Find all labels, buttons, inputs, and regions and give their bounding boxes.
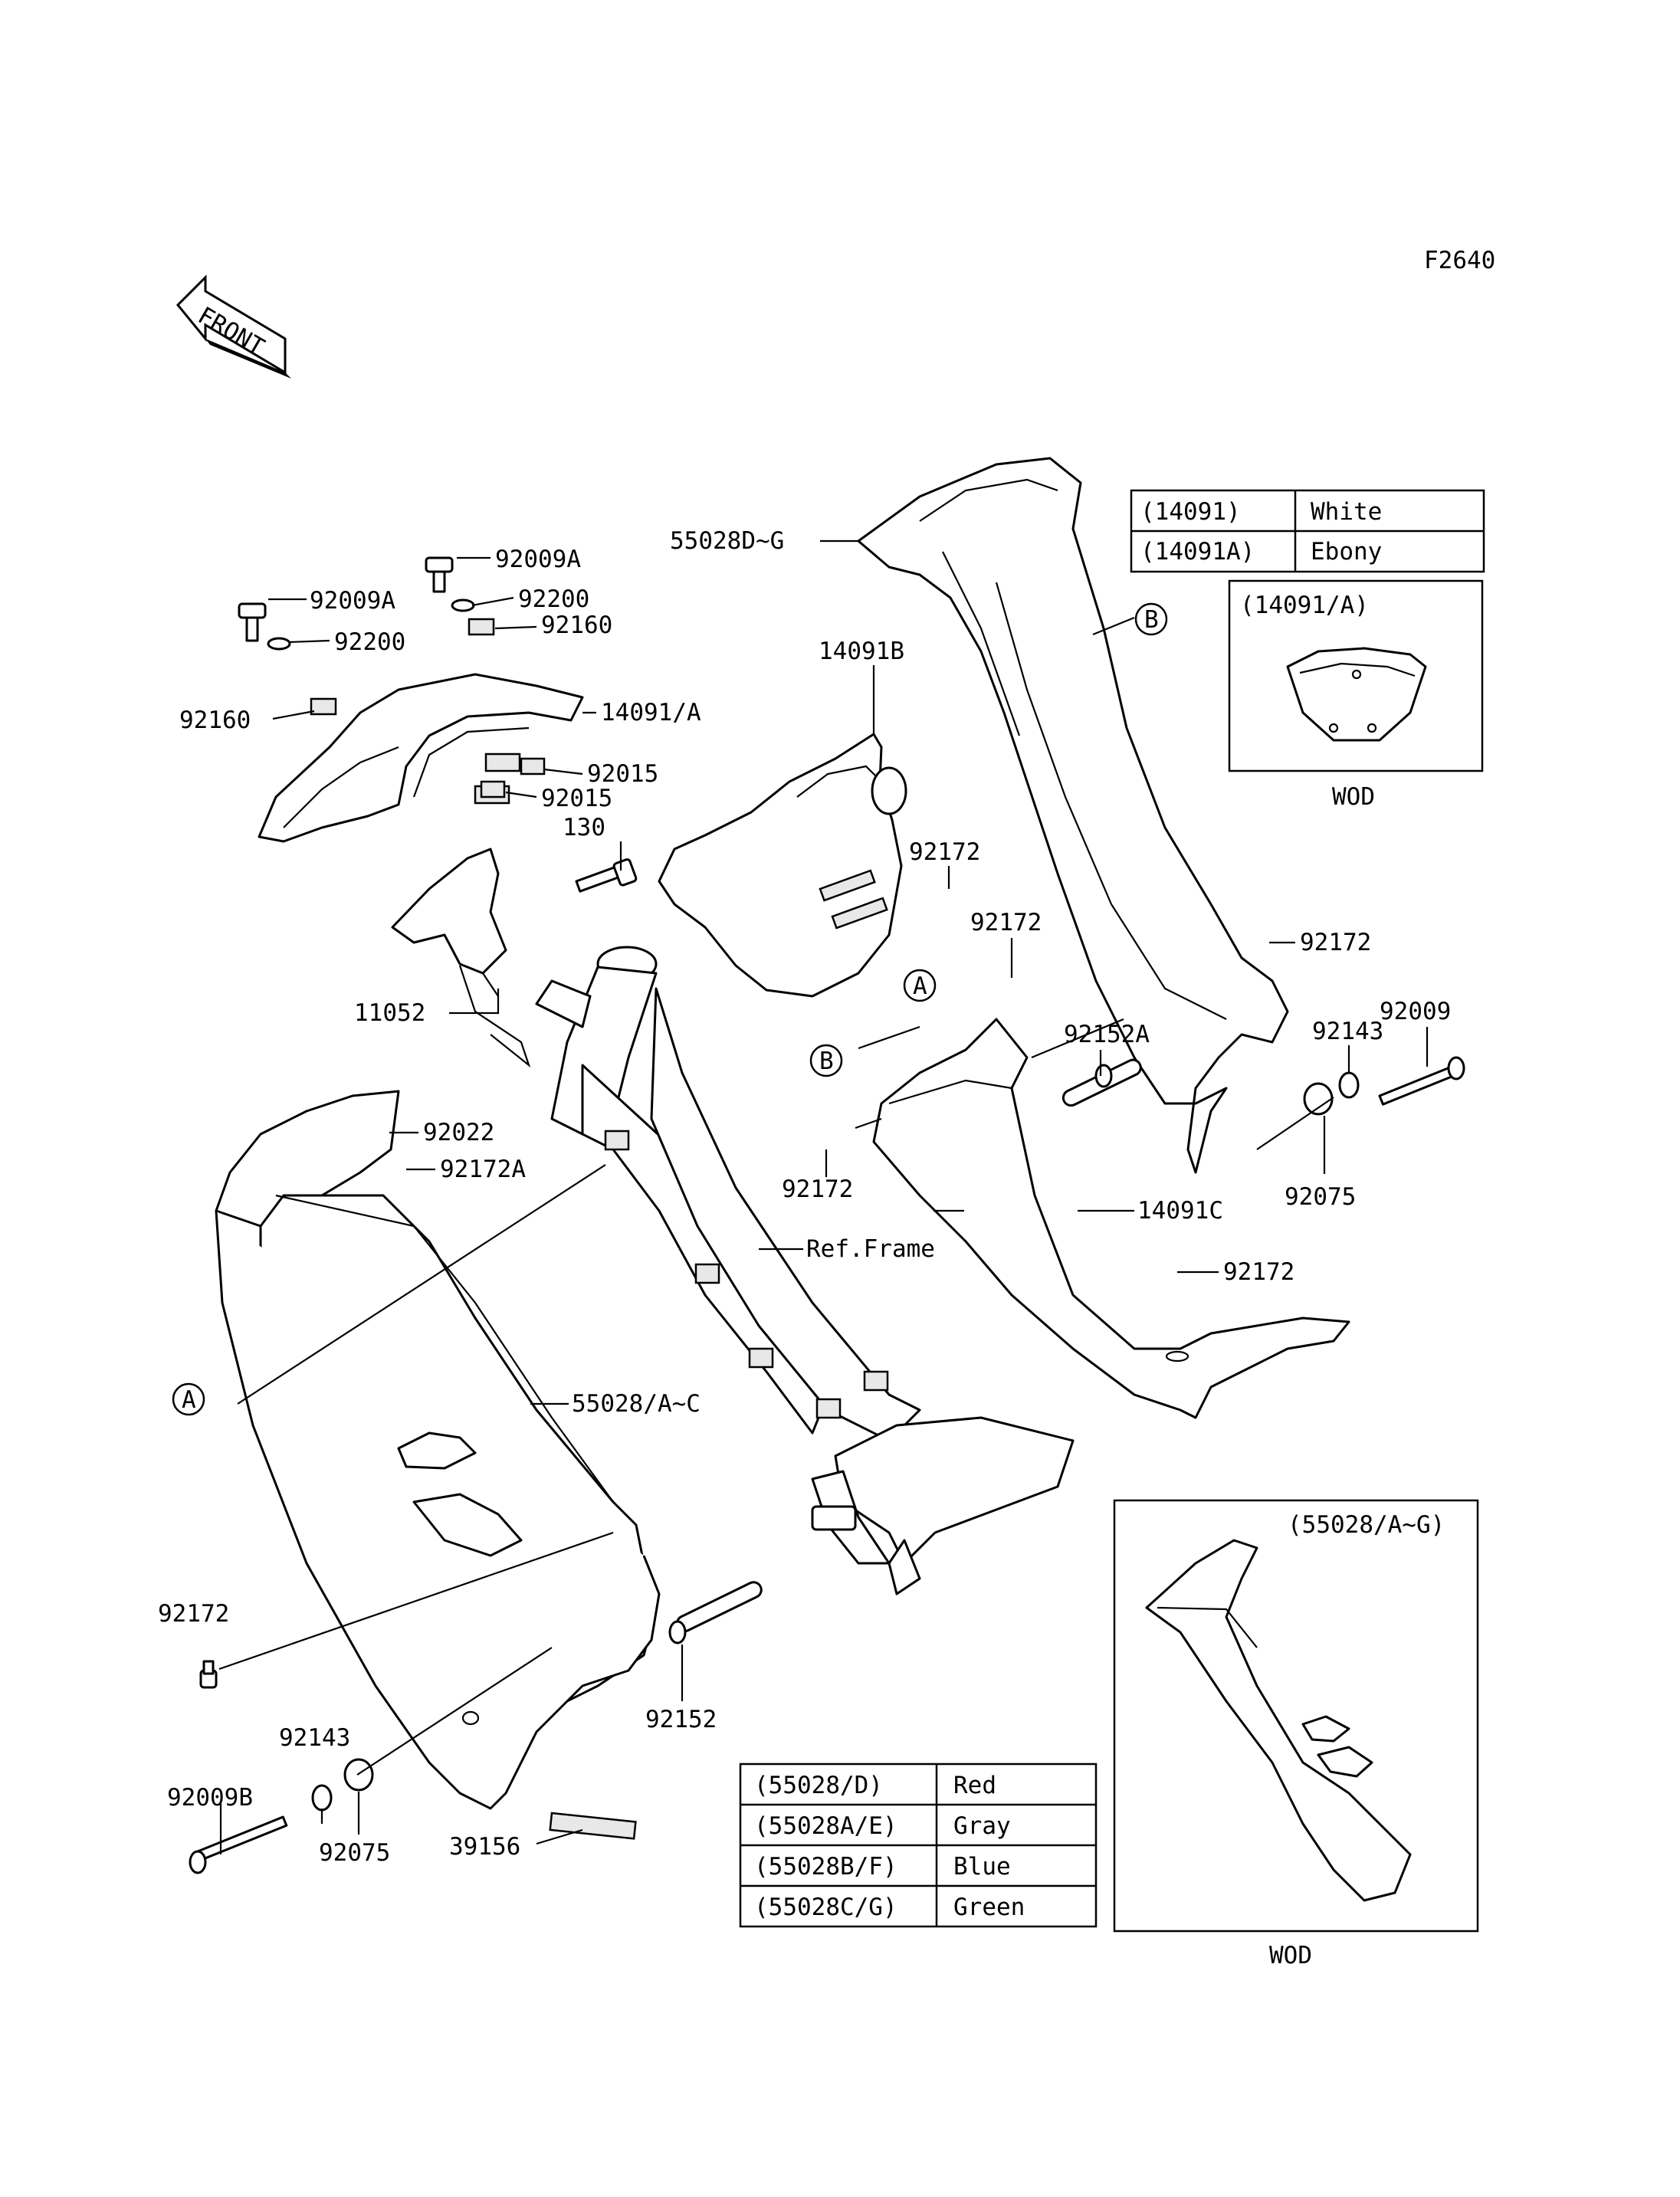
- leader-lines: [218, 539, 1429, 1854]
- bolt-130: [575, 858, 638, 893]
- ref-a-mark: A: [913, 972, 927, 1000]
- callout: 92172: [158, 1600, 229, 1628]
- inset-caption: WOD: [1332, 783, 1375, 811]
- pad-39156: [549, 1812, 637, 1840]
- callout: 92200: [334, 628, 405, 656]
- side-cover-55028d-g: [857, 457, 1289, 1174]
- table-cell: Red: [953, 1772, 996, 1799]
- washer-92200-left: [267, 637, 291, 651]
- table-cell: Green: [953, 1894, 1025, 1921]
- inset-caption: WOD: [1269, 1942, 1312, 1969]
- table-cell: (55028A/E): [754, 1812, 897, 1840]
- table-cell: Gray: [953, 1812, 1011, 1840]
- inset-title: (55028/A~G): [1288, 1511, 1445, 1539]
- color-table-14091: (14091) White (14091A) Ebony: [1130, 489, 1485, 573]
- callout: 92172: [1223, 1258, 1294, 1286]
- table-cell: (55028B/F): [754, 1853, 897, 1881]
- callout: 130: [563, 814, 605, 841]
- screw-92009a-right: [425, 556, 454, 593]
- washer-92143-lower: [311, 1784, 333, 1812]
- table-cell: Blue: [953, 1853, 1011, 1881]
- callout: 92009A: [310, 587, 395, 615]
- inner-cover-14091b: [658, 733, 907, 998]
- front-arrow-icon: FRONT: [176, 274, 291, 379]
- callout: 92152A: [1064, 1021, 1150, 1048]
- side-cover-14091c: [872, 1018, 1350, 1419]
- bracket-11052: [391, 848, 531, 1068]
- ref-b-mark: B: [1144, 606, 1159, 634]
- callout-labels: 55028D~G 92009A 92009A 92200 92200 92160…: [158, 527, 1451, 1867]
- table-cell: White: [1311, 498, 1382, 526]
- callout: 92143: [279, 1724, 350, 1752]
- callout: 92143: [1312, 1018, 1383, 1045]
- callout: 92200: [518, 585, 589, 613]
- table-cell: (55028/D): [754, 1772, 883, 1799]
- reference-marks: B A B A: [172, 602, 1168, 1416]
- callout: 14091C: [1137, 1197, 1223, 1225]
- callout: 11052: [354, 999, 425, 1027]
- collar-92152: [668, 1581, 763, 1644]
- nut-92015-b: [480, 780, 506, 798]
- callout: 92160: [541, 612, 612, 639]
- callout: 92075: [319, 1839, 390, 1867]
- callout: 92152: [645, 1706, 717, 1733]
- side-cover-55028a-c: [215, 1090, 661, 1810]
- callout: 14091B: [819, 638, 904, 665]
- inset-title: (14091/A): [1240, 592, 1369, 619]
- table-cell: (14091): [1140, 498, 1241, 526]
- collar-92152a: [1061, 1058, 1142, 1107]
- screw-92009a-left: [238, 602, 267, 642]
- screw-92172-lower: [199, 1660, 218, 1689]
- table-cell: (55028C/G): [754, 1894, 897, 1921]
- inset-55028: (55028/A~G) WOD: [1113, 1499, 1479, 1969]
- ref-a-mark: A: [182, 1386, 196, 1414]
- callout: 14091/A: [601, 699, 701, 726]
- callout: 39156: [449, 1833, 520, 1861]
- callout: 92009: [1380, 998, 1451, 1025]
- callout: 92022: [423, 1119, 494, 1146]
- callout: 92172: [782, 1176, 853, 1203]
- ref-b-mark: B: [819, 1048, 834, 1075]
- callout: 55028D~G: [670, 527, 784, 555]
- color-table-55028: (55028/D) Red (55028A/E) Gray (55028B/F)…: [739, 1763, 1098, 1928]
- callout: 92015: [587, 760, 658, 788]
- callout: 92172: [970, 909, 1042, 936]
- table-cell: Ebony: [1311, 538, 1382, 566]
- callout: 92172: [909, 838, 980, 866]
- washer-92143-right: [1338, 1071, 1360, 1099]
- washer-92200-right: [451, 598, 475, 612]
- bolt-92009b: [189, 1815, 288, 1874]
- callout: 92075: [1285, 1183, 1356, 1211]
- inset-14091: (14091/A) WOD: [1228, 579, 1484, 811]
- nut-92015-a: [520, 757, 546, 776]
- grommet-92075-right: [1303, 1082, 1334, 1116]
- callout: 92172A: [440, 1156, 526, 1183]
- nut-92160-left: [310, 697, 337, 716]
- frame: [535, 946, 1075, 1595]
- callout: 92015: [541, 785, 612, 812]
- table-cell: (14091A): [1140, 538, 1255, 566]
- callout: 92172: [1300, 929, 1371, 956]
- nut-92160-right: [468, 618, 495, 636]
- callout: 92009B: [167, 1784, 253, 1812]
- callout: 55028/A~C: [572, 1390, 701, 1418]
- callout: 92160: [179, 707, 251, 734]
- callout: Ref.Frame: [806, 1235, 935, 1263]
- callout: 92009A: [495, 546, 581, 573]
- figure-code: F2640: [1424, 247, 1495, 274]
- bolt-92009: [1378, 1056, 1465, 1106]
